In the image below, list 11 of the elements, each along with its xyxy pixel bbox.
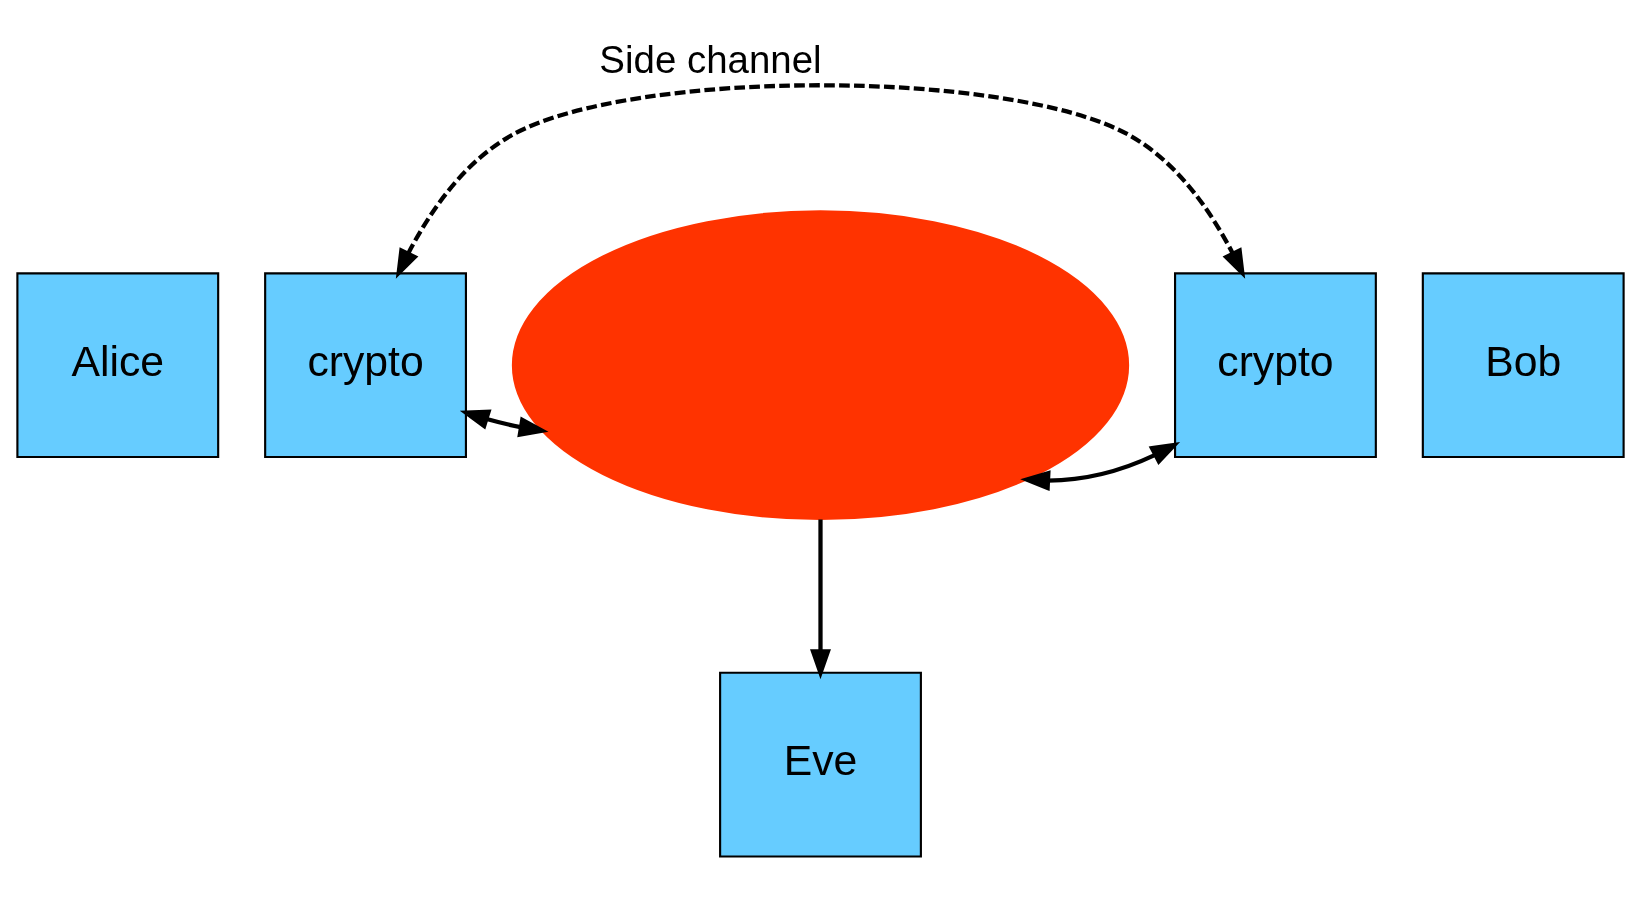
node-box: crypto <box>1174 272 1377 459</box>
node-box: Alice <box>16 272 220 459</box>
node-box: Bob <box>1421 272 1625 459</box>
node-cloud <box>511 210 1130 521</box>
arrow <box>395 83 1246 279</box>
edge-label: Side channel <box>599 38 822 82</box>
node-box: crypto <box>264 272 467 459</box>
arrow <box>1020 441 1181 492</box>
arrow <box>459 409 549 438</box>
arrow <box>810 519 831 680</box>
node-box: Eve <box>719 671 922 858</box>
